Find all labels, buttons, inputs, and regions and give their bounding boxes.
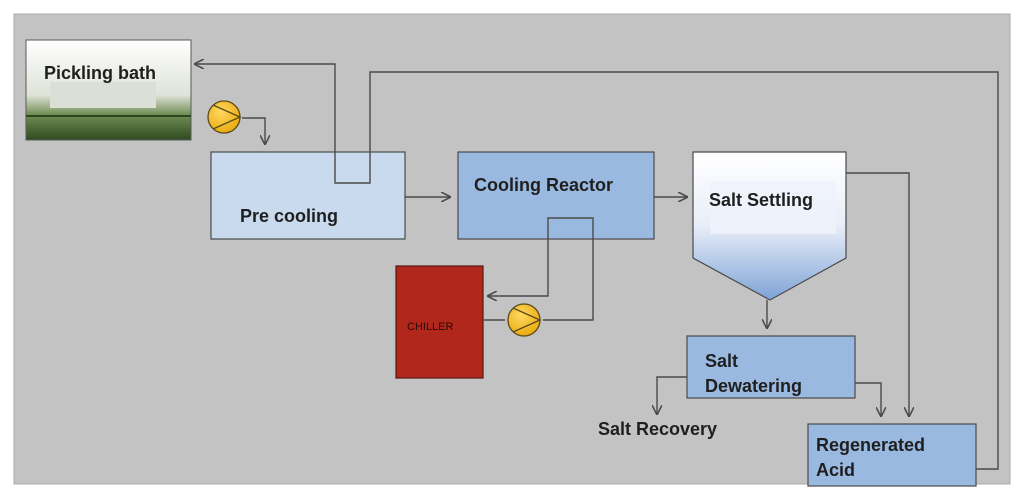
salt-dewatering-label-line2: Dewatering — [705, 376, 803, 396]
salt-dewatering-label-line1: Salt — [705, 351, 739, 371]
pickling-bath-label: Pickling bath — [44, 63, 157, 83]
flow-precooling-to-bath — [195, 64, 371, 184]
flow-settling-to-acid — [846, 172, 909, 416]
cooling-reactor-label: Cooling Reactor — [474, 175, 614, 195]
regenerated-acid-box — [807, 423, 977, 487]
cooling-reactor-box — [457, 151, 655, 240]
flow-chiller-to-reactor — [488, 239, 549, 296]
flow-acid-return-line — [369, 71, 999, 470]
pre-cooling-label: Pre cooling — [240, 206, 339, 226]
flow-dewatering-to-acid — [855, 382, 881, 416]
salt-settling-tank — [692, 151, 847, 301]
salt-settling-label: Salt Settling — [709, 190, 814, 210]
salt-recovery-label: Salt Recovery — [598, 419, 718, 439]
pump-icon — [207, 100, 242, 134]
salt-dewatering-box — [686, 335, 856, 399]
pickling-bath-tank — [25, 39, 192, 141]
pump-icon — [507, 303, 542, 337]
chiller-label: CHILLER — [407, 321, 454, 333]
flow-reactor-to-chiller — [543, 217, 594, 321]
regenerated-acid-label-line1: Regenerated — [816, 435, 926, 455]
flow-dewatering-to-salt-recovery — [657, 376, 687, 414]
chiller-unit — [395, 265, 484, 379]
regenerated-acid-label-line2: Acid — [816, 460, 856, 480]
flow-pump1-to-precooling — [242, 117, 265, 144]
pre-cooling-box — [210, 151, 406, 240]
